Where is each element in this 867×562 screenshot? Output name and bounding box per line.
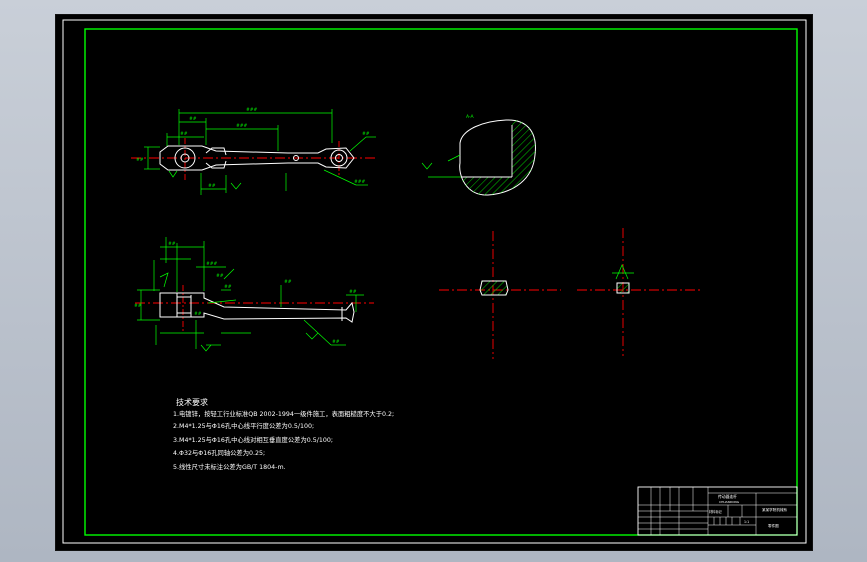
- drawing-sheet: ### ## ### ## ## ## ### ## A-A: [62, 19, 807, 544]
- part-name: 传动器连杆: [718, 494, 737, 499]
- svg-text:##: ##: [136, 157, 144, 163]
- outer-border: [62, 19, 807, 544]
- drawing-no: 零件图: [768, 523, 779, 528]
- tech-line-4: 4.Φ32与Φ16孔同轴公差为0.25;: [173, 448, 265, 457]
- svg-text:###: ###: [236, 123, 248, 129]
- school-name: 某某学院机械系: [762, 507, 788, 512]
- svg-text:##: ##: [208, 183, 216, 189]
- tech-line-1: 1.电镀锌，按轻工行业标准QB 2002-1994一级件施工，表面粗糙度不大于0…: [173, 409, 394, 418]
- material-label: 材料标记: [709, 509, 723, 514]
- section-c: [577, 228, 703, 356]
- title-block: 传动器连杆 CHUANDONG 材料标记 1:1 某某学院机械系 零件图: [637, 486, 798, 536]
- top-view: ### ## ### ## ## ## ### ##: [131, 107, 376, 195]
- section-b: [439, 231, 561, 359]
- tech-line-5: 5.线性尺寸未标注公差为GB/T 1804-m.: [173, 462, 286, 471]
- svg-text:###: ###: [206, 261, 218, 267]
- svg-text:##: ##: [189, 116, 197, 122]
- svg-text:##: ##: [349, 289, 357, 295]
- svg-text:###: ###: [246, 107, 258, 113]
- technical-requirements: 技术要求 1.电镀锌，按轻工行业标准QB 2002-1994一级件施工，表面粗糙…: [173, 397, 394, 471]
- svg-text:##: ##: [168, 241, 176, 247]
- svg-text:###: ###: [354, 179, 366, 185]
- svg-text:A-A: A-A: [466, 114, 475, 120]
- svg-text:##: ##: [216, 273, 224, 279]
- scale-value: 1:1: [744, 520, 749, 524]
- svg-text:##: ##: [194, 311, 202, 317]
- svg-text:##: ##: [180, 131, 188, 137]
- tech-title: 技术要求: [176, 397, 208, 407]
- svg-text:##: ##: [224, 284, 232, 290]
- tech-line-2: 2.M4*1.25与Φ16孔中心线平行度公差为0.5/100;: [173, 421, 314, 430]
- front-view: ## ## ### ## ## ## ## ## ##: [134, 237, 374, 352]
- drawing-frame: [84, 28, 798, 536]
- svg-text:##: ##: [134, 303, 142, 309]
- svg-text:##: ##: [332, 339, 340, 345]
- svg-text:##: ##: [284, 279, 292, 285]
- section-detail: A-A: [421, 114, 536, 196]
- drawing-code: CHUANDONG: [719, 500, 740, 504]
- tech-line-3: 3.M4*1.25与Φ16孔中心线对相互垂直度公差为0.5/100;: [173, 435, 333, 444]
- svg-text:##: ##: [362, 131, 370, 137]
- cad-viewport[interactable]: ### ## ### ## ## ## ### ## A-A: [55, 14, 813, 551]
